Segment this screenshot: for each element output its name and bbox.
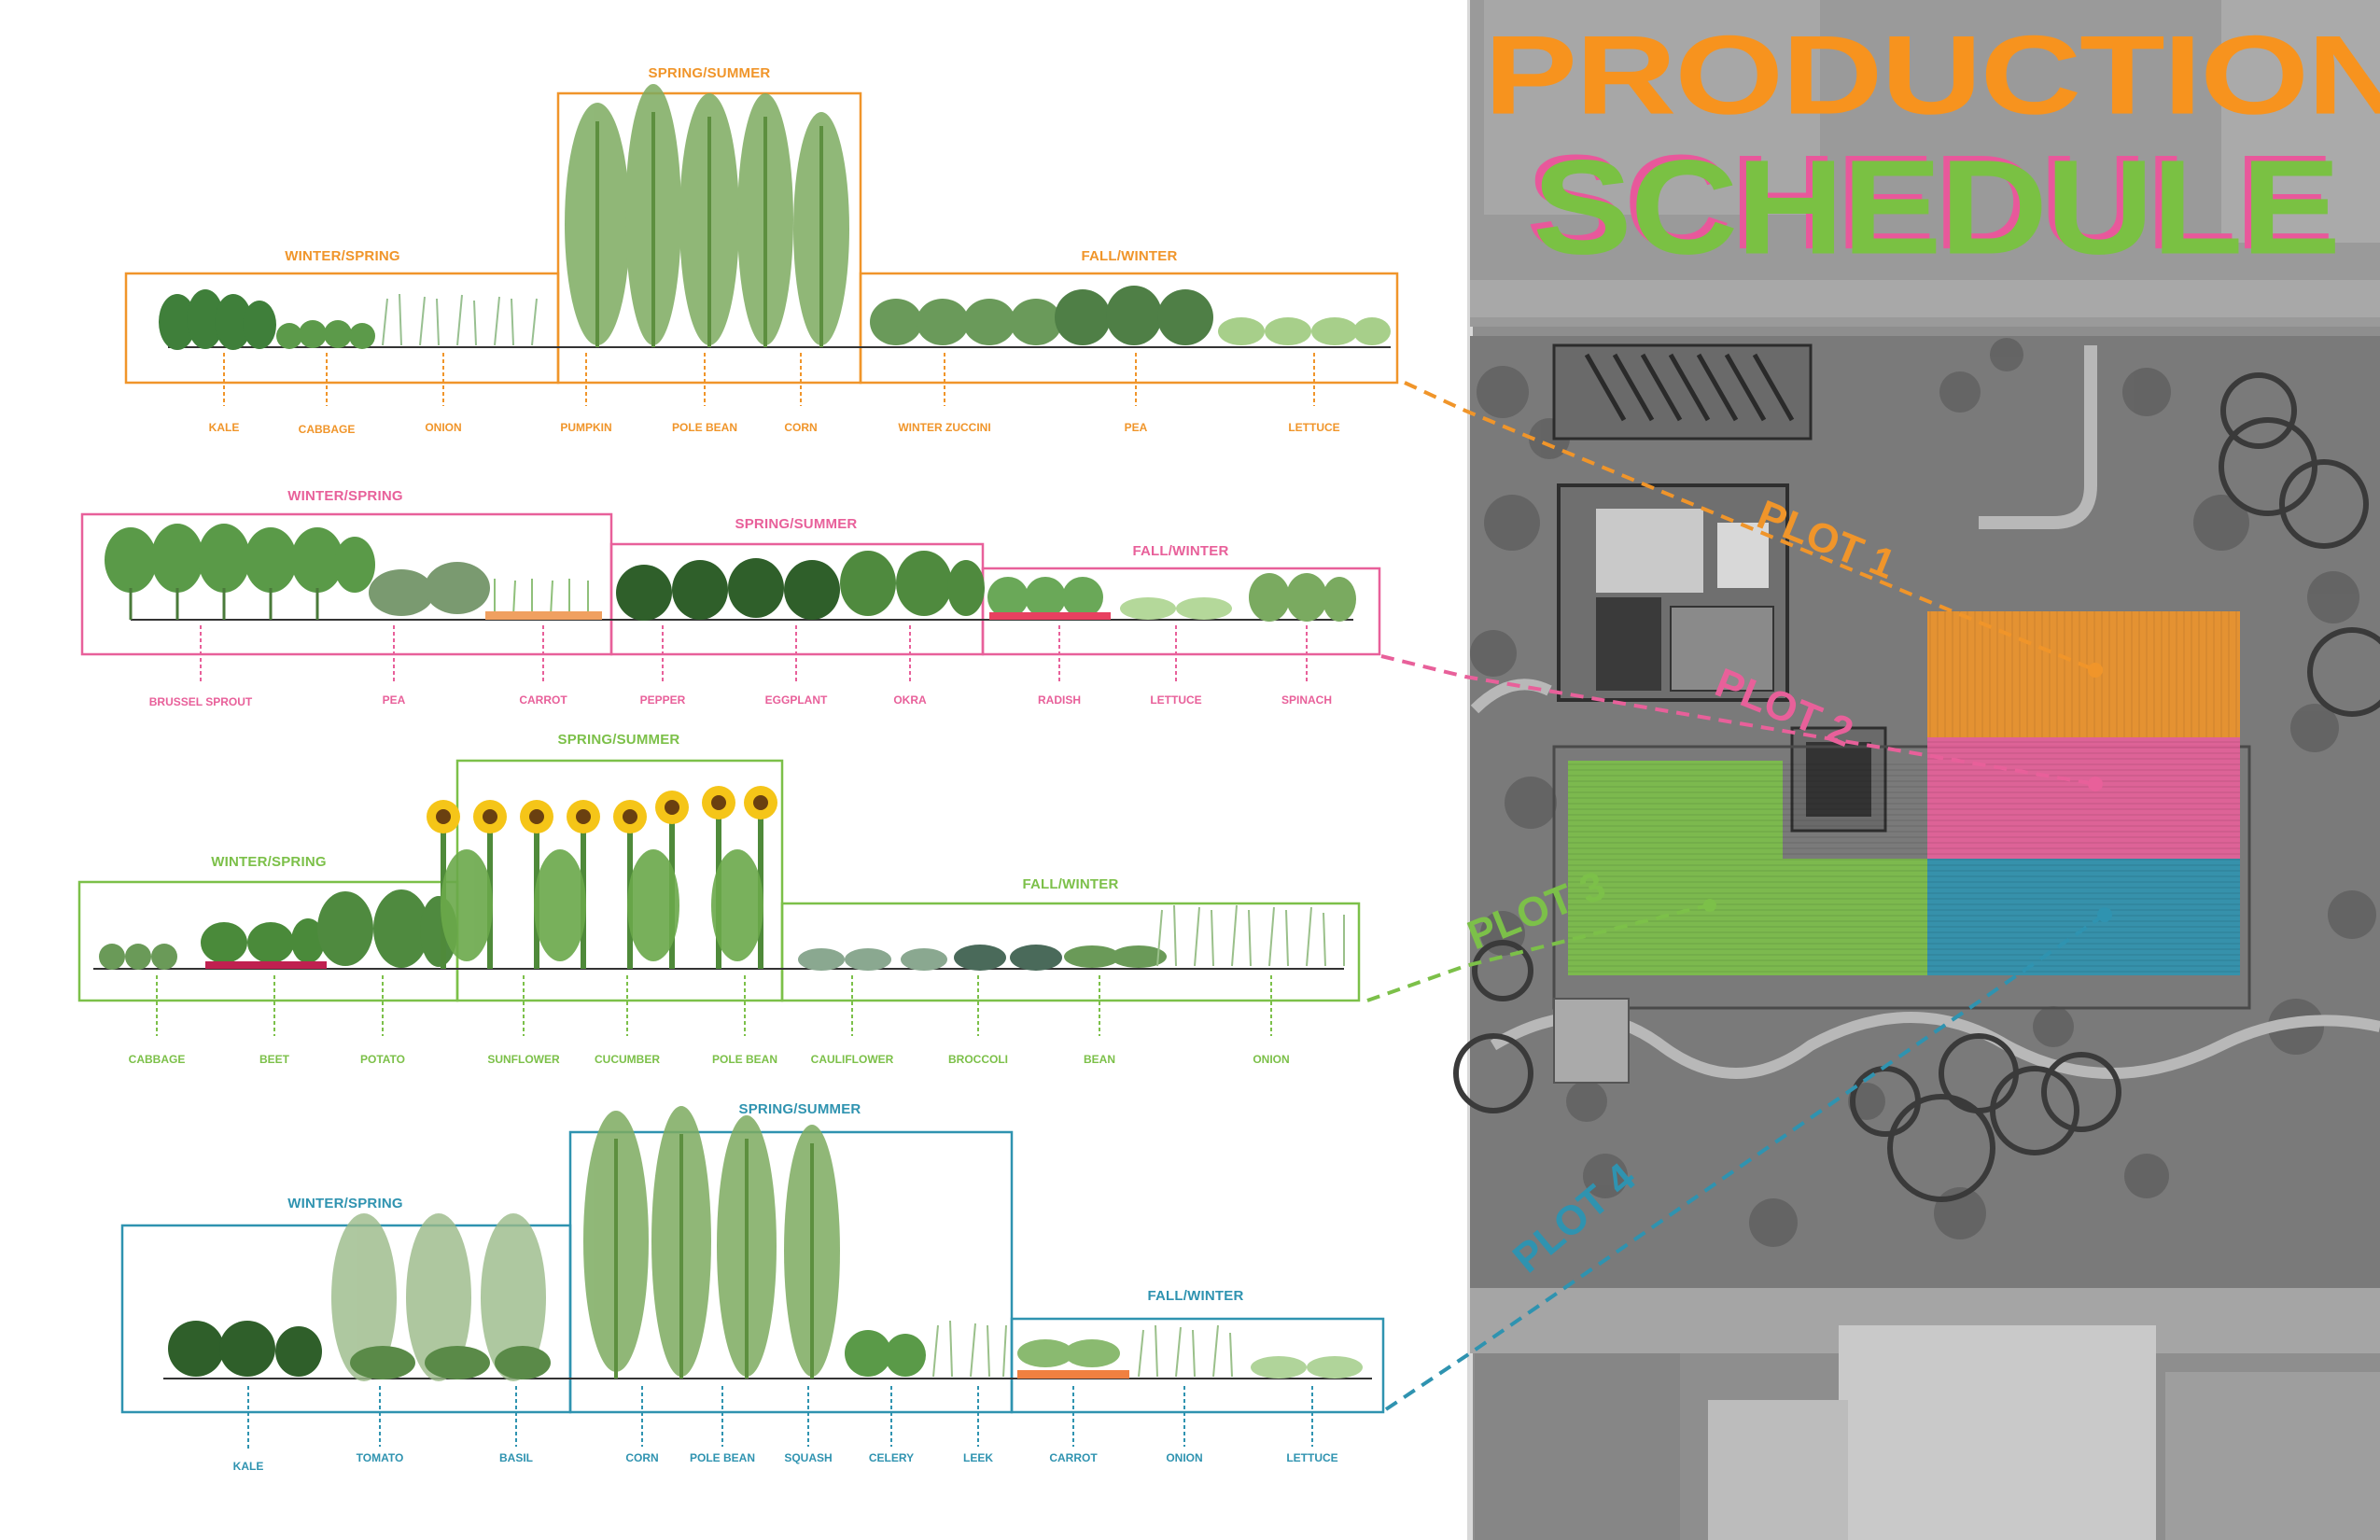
plot-4-crop: POLE BEAN: [689, 1451, 756, 1464]
plot-2-crop: OKRA: [893, 693, 927, 707]
plot-3-crop: BROCCOLI: [948, 1053, 1008, 1066]
plot-3-season-winter-spring: WINTER/SPRING: [211, 854, 327, 870]
plot-3-crop: CABBAGE: [128, 1053, 186, 1066]
plot-4-section: [120, 1130, 1385, 1414]
sunflower-heads: [427, 786, 777, 833]
plot-3-crop: POTATO: [360, 1053, 405, 1066]
plot-3-vegetation: [99, 786, 1345, 971]
plot-2-crop: BRUSSEL SPROUT: [148, 695, 253, 708]
plot-4-season-spring-summer: SPRING/SUMMER: [738, 1101, 861, 1117]
plot-1-crop: CORN: [784, 421, 818, 434]
plot-1-season-winter-spring: WINTER/SPRING: [285, 248, 400, 264]
plot-3-crop: BEAN: [1083, 1053, 1116, 1066]
plot-2-crop: PEA: [382, 693, 406, 707]
plot-2-crop: CARROT: [519, 693, 567, 707]
plot-2-crop: PEPPER: [639, 693, 686, 707]
plot-1-season-fall-winter: FALL/WINTER: [1081, 248, 1178, 264]
plot-2-season-winter-spring: WINTER/SPRING: [287, 488, 403, 504]
plot-1-crop: ONION: [425, 421, 462, 434]
plot-2-crop: EGGPLANT: [764, 693, 828, 707]
plot-4-crop: CORN: [625, 1451, 659, 1464]
plot-4-crop: CARROT: [1049, 1451, 1098, 1464]
plot-3-crop: CUCUMBER: [595, 1053, 660, 1066]
plot-1-ticks: [223, 353, 1315, 406]
garden-rings: [1453, 372, 2380, 1202]
plot-3-ticks: [156, 975, 1272, 1036]
plot-1-crop: WINTER ZUCCINI: [898, 421, 991, 434]
plot-3-crop: POLE BEAN: [711, 1053, 778, 1066]
plot-2-crop: RADISH: [1037, 693, 1082, 707]
plot-3-crop: SUNFLOWER: [487, 1053, 560, 1066]
plot-4-season-winter-spring: WINTER/SPRING: [287, 1196, 403, 1211]
plot-2-crop: SPINACH: [1281, 693, 1333, 707]
plot-4-crop: LEEK: [962, 1451, 994, 1464]
plot-4-crop: ONION: [1166, 1451, 1203, 1464]
plot-2-crop: LETTUCE: [1150, 693, 1202, 707]
plot-3-season-spring-summer: SPRING/SUMMER: [557, 732, 680, 748]
plot-3-crop: BEET: [259, 1053, 290, 1066]
plot-4-crop: CELERY: [868, 1451, 915, 1464]
plot-1-crop: PUMPKIN: [560, 421, 612, 434]
plot-4-crop: KALE: [232, 1460, 264, 1473]
plot-4-ticks: [247, 1386, 1313, 1451]
plot-1-season-spring-summer: SPRING/SUMMER: [648, 65, 771, 81]
plot-2-vegetation: [105, 524, 1356, 622]
plot-4-vegetation: [168, 1106, 1363, 1381]
plot-4-crop: SQUASH: [784, 1451, 833, 1464]
plot-1-crop: PEA: [1124, 421, 1148, 434]
plot-1-crop: LETTUCE: [1288, 421, 1340, 434]
plot-4-crop: TOMATO: [356, 1451, 404, 1464]
plot-1-crop: POLE BEAN: [671, 421, 738, 434]
plot-leader-lines: [1366, 381, 2107, 1411]
title-schedule: SCHEDULE: [1533, 132, 2341, 283]
title-production: PRODUCTION: [1484, 11, 2380, 138]
plot-3-crop: ONION: [1253, 1053, 1290, 1066]
plot-2-season-fall-winter: FALL/WINTER: [1132, 543, 1229, 559]
plot-4-crop: LETTUCE: [1286, 1451, 1338, 1464]
plot-2-ticks: [200, 625, 1308, 681]
plot-3-season-fall-winter: FALL/WINTER: [1022, 876, 1119, 892]
plot-1-vegetation: [159, 84, 1391, 350]
plot-2-season-spring-summer: SPRING/SUMMER: [735, 516, 858, 532]
plot-1-crop: CABBAGE: [298, 423, 356, 436]
plot-3-crop: CAULIFLOWER: [810, 1053, 894, 1066]
plot-4-crop: BASIL: [499, 1451, 533, 1464]
plot-4-season-fall-winter: FALL/WINTER: [1147, 1288, 1244, 1304]
plot-1-crop: KALE: [208, 421, 240, 434]
